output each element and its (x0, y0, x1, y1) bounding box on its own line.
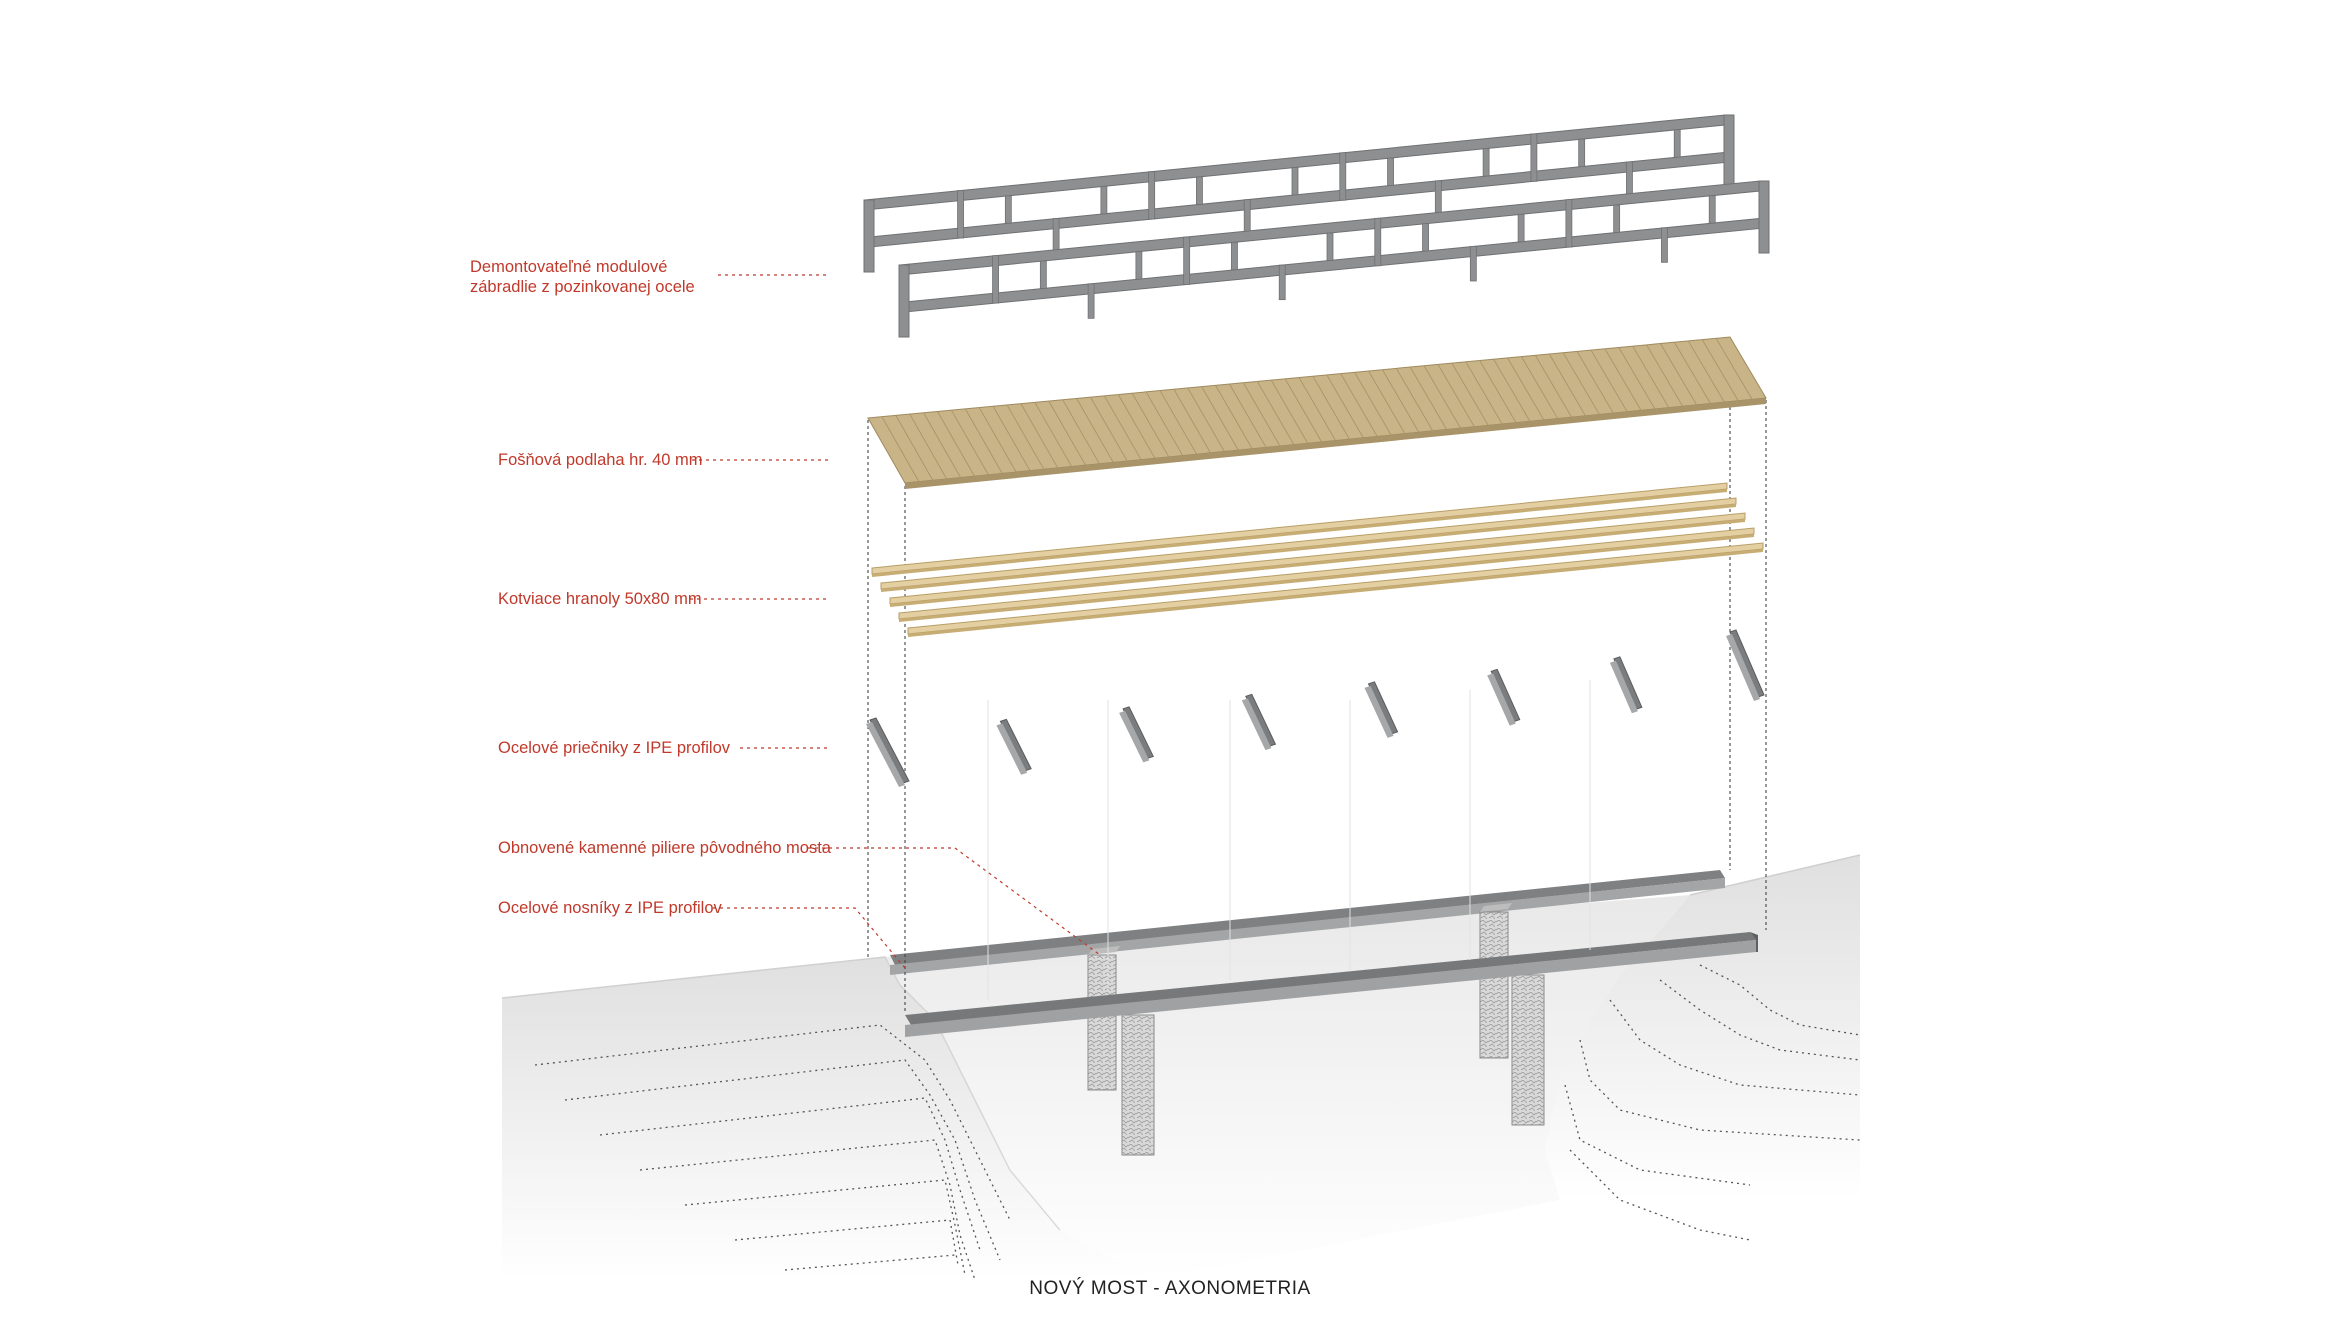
plank-seam (1242, 382, 1281, 447)
batten-side (890, 519, 1745, 607)
plank-seam (992, 406, 1031, 471)
plank-seam (1256, 381, 1295, 445)
plank-seam (1701, 339, 1739, 401)
plank-seam (1062, 399, 1100, 465)
label-piers: Obnovené kamenné piliere pôvodného mosta (498, 839, 831, 857)
plank-seam (1284, 378, 1323, 443)
plank-seam (1576, 351, 1614, 414)
batten-side (881, 504, 1736, 592)
plank-seam (1451, 362, 1489, 426)
plank-seam (1117, 394, 1156, 459)
modular-railings (863, 114, 1770, 338)
plank-seam (923, 412, 961, 478)
crossbeam-flange (1726, 634, 1760, 701)
plank-seam (951, 409, 989, 475)
stone-piers (1087, 903, 1545, 1156)
crossbeam-flange (1487, 673, 1516, 726)
plank-seam (1159, 390, 1198, 455)
crossbeam-flange (866, 722, 905, 787)
railing-front (898, 180, 1770, 338)
plank-seam (1131, 392, 1170, 458)
crossbeam-flange (1241, 698, 1272, 751)
label-decking: Fošňová podlaha hr. 40 mm (498, 451, 703, 469)
diagram-caption: NOVÝ MOST - AXONOMETRIA (1029, 1278, 1311, 1299)
plank-seam (1479, 360, 1517, 423)
plank-seam (909, 413, 948, 480)
plank-seam (1521, 356, 1559, 419)
terrain (501, 854, 1861, 1281)
plank-seam (1048, 400, 1086, 466)
plank-seam (1340, 373, 1378, 437)
label-railing: Demontovateľné modulové zábradlie z pozi… (470, 257, 695, 297)
plank-seam (1368, 370, 1406, 434)
plank-seam (1395, 368, 1434, 432)
plank-seam (1687, 340, 1725, 403)
plank-seam (1409, 366, 1447, 430)
plank-seam (1020, 403, 1059, 469)
steel-crossbeams (866, 629, 1765, 787)
anchor-battens (871, 482, 1764, 637)
label-battens: Kotviace hranoly 50x80 mm (498, 590, 702, 608)
plank-seam (1632, 345, 1670, 408)
crossbeam-flange (1119, 710, 1150, 763)
plank-seam (1437, 364, 1475, 428)
plank-seam (1590, 349, 1628, 412)
plank-seam (1493, 358, 1531, 422)
plank-seam (1103, 395, 1142, 460)
plank-seam (1326, 374, 1364, 438)
plank-seam (1145, 391, 1184, 456)
plank-seam (1006, 404, 1045, 470)
plank-seam (1646, 344, 1684, 407)
crossbeam-flange (1609, 660, 1638, 714)
plank-seam (1215, 385, 1253, 449)
plank-seam (1507, 357, 1545, 421)
plank-seam (1173, 389, 1211, 454)
crossbeam-flange (1364, 685, 1394, 738)
railing-back (863, 114, 1735, 273)
crossbeam (1729, 629, 1765, 698)
batten-side (872, 489, 1727, 577)
plank-seam (978, 407, 1017, 473)
leader-lines (690, 274, 1101, 969)
plank-seam (1715, 338, 1753, 400)
plank-seam (1298, 377, 1336, 441)
plank-seam (1465, 361, 1503, 425)
label-railing-line2: zábradlie z pozinkovanej ocele (470, 278, 695, 296)
plank-seam (1354, 372, 1392, 436)
plank-seam (1201, 386, 1239, 451)
plank-seam (1423, 365, 1461, 429)
plank-seam (1382, 369, 1420, 433)
plank-seam (1673, 341, 1711, 404)
plank-seam (937, 411, 975, 477)
plank-decking (867, 336, 1767, 489)
batten-side (899, 534, 1754, 622)
plank-seam (1229, 383, 1267, 448)
steel-girder-front (905, 932, 1758, 1037)
projection-guides (867, 395, 1767, 1012)
label-crossbeams: Ocelové priečniky z IPE profilov (498, 739, 731, 757)
plank-seam (1618, 347, 1656, 410)
plank-seam (1660, 343, 1697, 406)
label-girders: Ocelové nosníky z IPE profilov (498, 899, 722, 917)
plank-seam (1534, 355, 1572, 418)
crossbeam-flange (996, 723, 1028, 775)
plank-seam (1604, 348, 1642, 411)
plank-seam (1562, 352, 1600, 415)
plank-seam (1548, 353, 1586, 417)
label-railing-line1: Demontovateľné modulové (470, 258, 668, 276)
plank-seam (1034, 402, 1073, 467)
plank-seam (1090, 396, 1128, 462)
plank-seam (1187, 387, 1225, 452)
plank-seam (1312, 375, 1350, 440)
plank-seam (881, 416, 920, 482)
batten-side (908, 549, 1763, 637)
crossbeam (869, 717, 910, 784)
plank-seam (1076, 398, 1114, 463)
plank-seam (895, 415, 934, 481)
plank-seam (1270, 379, 1309, 444)
plank-seam (964, 408, 1003, 474)
